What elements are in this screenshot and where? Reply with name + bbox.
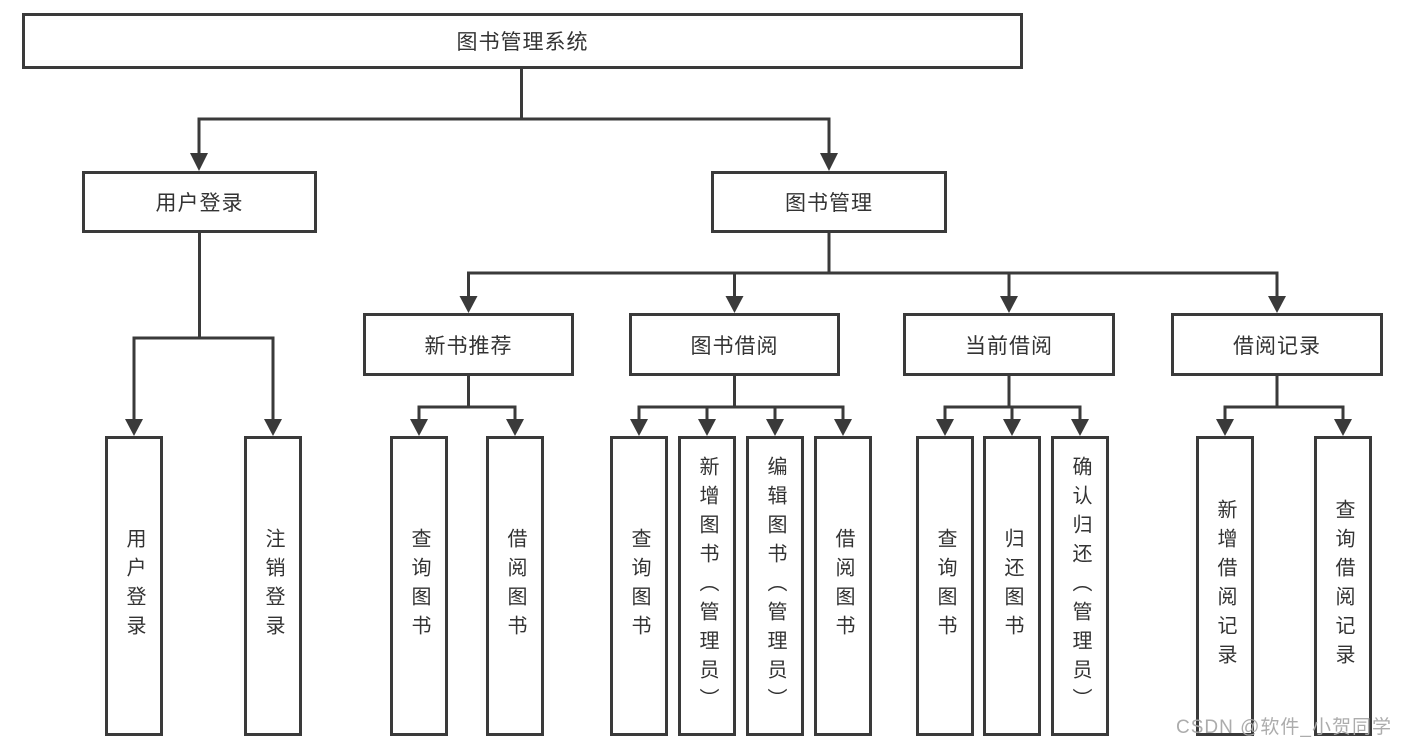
- node-root: 图书管理系统: [22, 13, 1023, 69]
- leaf-edit-books-admin: 编辑图书（管理员）: [746, 436, 804, 736]
- leaf-current-query-books: 查询图书: [916, 436, 974, 736]
- node-user-login: 用户登录: [82, 171, 317, 233]
- leaf-user-login: 用户登录: [105, 436, 163, 736]
- connector-new-book-to-children: [410, 374, 524, 436]
- node-book-management: 图书管理: [711, 171, 947, 233]
- connector-current-borrow-to-children: [936, 374, 1089, 436]
- connector-borrow-records-to-children: [1216, 374, 1352, 436]
- connector-book-borrow-to-children: [630, 374, 852, 436]
- watermark: CSDN @软件_小贺同学: [1176, 717, 1392, 738]
- node-borrow-records: 借阅记录: [1171, 313, 1383, 376]
- leaf-borrow-query-books: 查询图书: [610, 436, 668, 736]
- leaf-add-borrow-record: 新增借阅记录: [1196, 436, 1254, 736]
- node-book-borrow: 图书借阅: [629, 313, 840, 376]
- node-current-borrow: 当前借阅: [903, 313, 1115, 376]
- leaf-newbook-borrow-books: 借阅图书: [486, 436, 544, 736]
- leaf-borrow-books: 借阅图书: [814, 436, 872, 736]
- leaf-add-books-admin: 新增图书（管理员）: [678, 436, 736, 736]
- leaf-logout: 注销登录: [244, 436, 302, 736]
- connector-book-mgmt-to-level3: [459, 231, 1286, 313]
- leaf-confirm-return-admin: 确认归还（管理员）: [1051, 436, 1109, 736]
- leaf-newbook-query-books: 查询图书: [390, 436, 448, 736]
- connector-user-login-to-children: [125, 231, 282, 436]
- leaf-query-borrow-record: 查询借阅记录: [1314, 436, 1372, 736]
- connector-root-to-level2: [190, 66, 838, 171]
- node-new-book-recommend: 新书推荐: [363, 313, 574, 376]
- leaf-return-books: 归还图书: [983, 436, 1041, 736]
